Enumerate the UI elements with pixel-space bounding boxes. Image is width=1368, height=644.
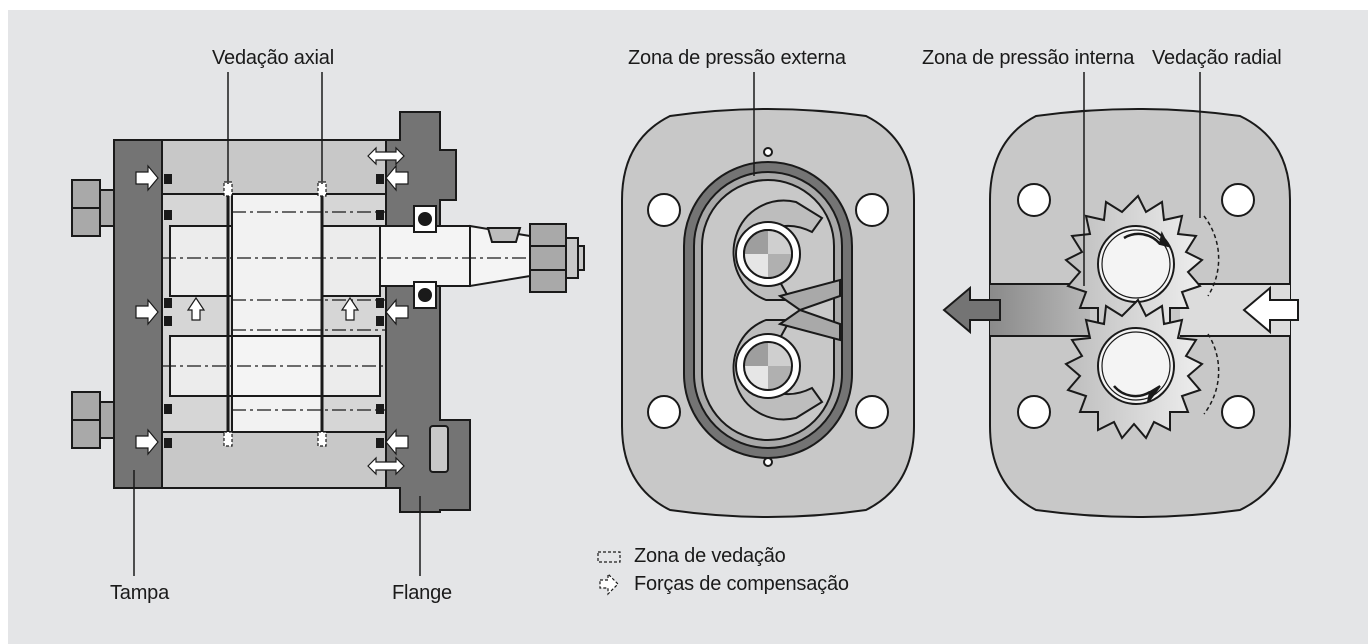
label-radial-seal: Vedação radial — [1152, 47, 1282, 69]
shaft-nut — [529, 223, 567, 293]
label-cover: Tampa — [110, 582, 170, 604]
outlet-channel — [990, 284, 1090, 336]
label-flange: Flange — [392, 582, 452, 604]
lower-gear — [1064, 298, 1204, 440]
label-external-pressure-zone: Zona de pressão externa — [628, 47, 846, 69]
sealing-zone-swatch — [597, 551, 621, 563]
pressure-plate-view — [621, 72, 915, 518]
flange-block — [385, 111, 471, 513]
compensation-arrow-swatch — [599, 572, 619, 596]
upper-gear — [1064, 194, 1204, 336]
legend-sealing-zone: Zona de vedação — [634, 545, 786, 567]
legend-compensation-forces: Forças de compensação — [634, 573, 849, 595]
label-axial-seal: Vedação axial — [212, 47, 334, 69]
inlet-arrow — [1242, 285, 1299, 335]
outlet-arrow — [942, 285, 1001, 335]
pump-section-view — [71, 72, 585, 576]
legend-symbols — [597, 551, 621, 596]
compensation-arrows — [135, 146, 409, 476]
gear-view — [942, 72, 1299, 518]
label-internal-pressure-zone: Zona de pressão interna — [922, 47, 1135, 69]
drive-shaft — [379, 225, 471, 287]
